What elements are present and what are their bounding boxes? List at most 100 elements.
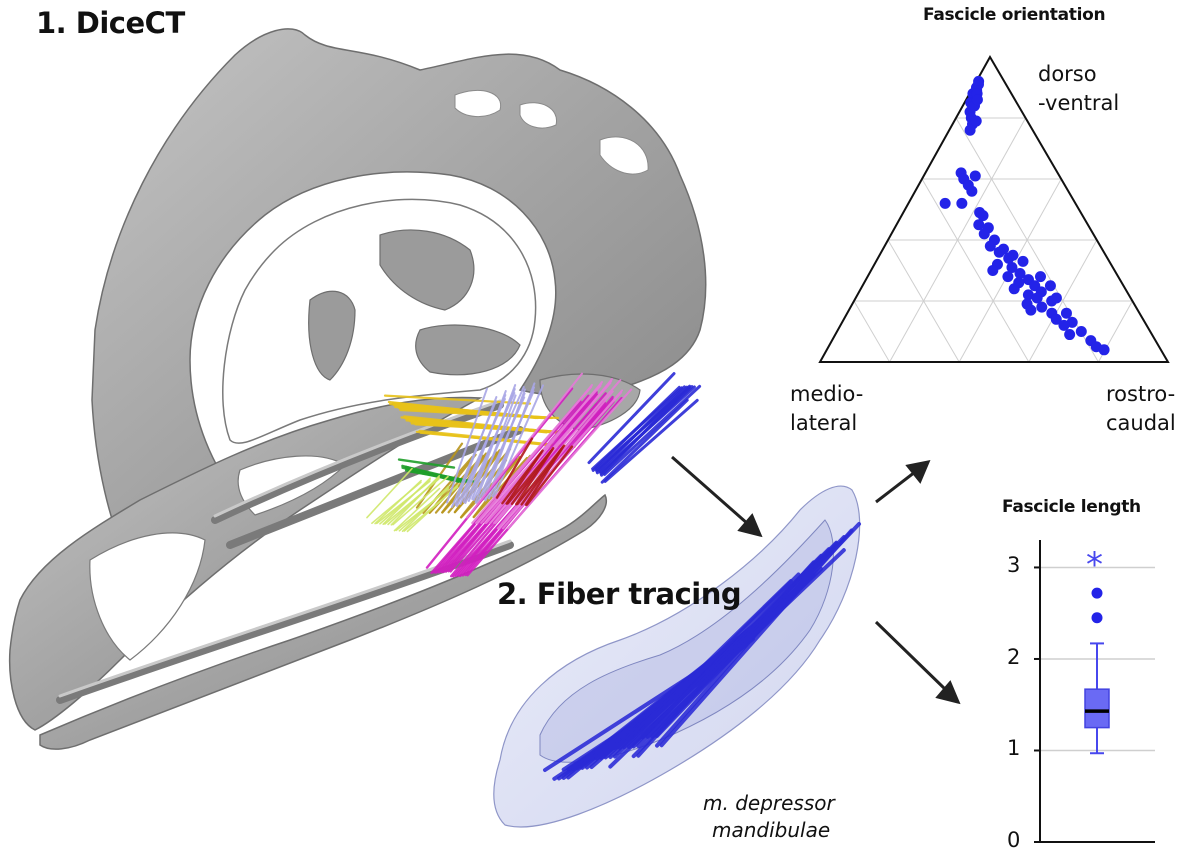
ternary-point bbox=[966, 185, 978, 197]
fascicle-blue bbox=[587, 372, 676, 465]
fascicle-red bbox=[525, 445, 574, 506]
ternary-point bbox=[1098, 344, 1110, 356]
boxplot-title: Fascicle length bbox=[1002, 497, 1141, 517]
flow-arrows bbox=[671, 455, 961, 705]
fascicle-red bbox=[524, 444, 565, 506]
box-outlier bbox=[1091, 587, 1103, 599]
fascicle-yellow bbox=[399, 408, 550, 420]
box-ticks bbox=[1034, 566, 1040, 843]
fascicle-blue bbox=[600, 384, 692, 477]
ternary-point bbox=[1025, 304, 1037, 316]
fascicle-yellow bbox=[383, 394, 532, 405]
ternary-point bbox=[939, 197, 951, 209]
ternary-point bbox=[1014, 268, 1026, 280]
fascicle-lavender bbox=[454, 396, 498, 506]
vertex-label-right: rostro- caudal bbox=[1106, 380, 1176, 438]
depressor-fiber bbox=[655, 522, 861, 738]
fascicle-lime bbox=[374, 479, 422, 525]
vertex-label-top-line1: dorso bbox=[1038, 62, 1097, 86]
muscle-name-line2: mandibulae bbox=[712, 818, 831, 842]
ternary-point bbox=[1050, 292, 1062, 304]
fascicle-lime bbox=[382, 477, 432, 526]
fascicle-pink bbox=[493, 378, 613, 524]
ternary-point bbox=[1044, 280, 1056, 292]
depressor-fiber bbox=[650, 535, 846, 739]
ternary-point bbox=[1006, 261, 1018, 273]
ternary-frame bbox=[818, 54, 1170, 363]
box-tick-label: 3 bbox=[1007, 553, 1021, 578]
fascicle-lavender bbox=[472, 386, 525, 501]
fascicle-pink bbox=[475, 384, 593, 524]
vertex-label-right-line2: caudal bbox=[1106, 411, 1176, 435]
ternary-gridline bbox=[889, 117, 1027, 363]
fascicle-blue bbox=[603, 384, 702, 476]
ternary-point bbox=[973, 219, 985, 231]
ternary-point bbox=[1060, 307, 1072, 319]
fascicle-blue bbox=[595, 385, 686, 475]
ternary-point bbox=[956, 197, 968, 209]
step2-label: 2. Fiber tracing bbox=[497, 577, 742, 611]
ternary-point bbox=[1022, 289, 1034, 301]
fascicle-olive bbox=[472, 457, 528, 519]
vertex-label-left-line1: medio- bbox=[790, 382, 864, 406]
box-tick-label: 2 bbox=[1007, 644, 1021, 669]
ternary-gridline bbox=[921, 178, 1030, 363]
fascicle-lavender bbox=[462, 390, 507, 503]
fascicle-blue bbox=[600, 398, 689, 484]
depressor-fibers bbox=[543, 522, 861, 781]
ternary-point bbox=[987, 265, 999, 276]
ternary-point bbox=[1002, 271, 1014, 283]
fascicle-lime bbox=[392, 475, 449, 526]
ternary-point bbox=[978, 228, 990, 240]
box-tick-label: 1 bbox=[1007, 736, 1021, 761]
ternary-point bbox=[1050, 313, 1062, 325]
ternary-point bbox=[1064, 329, 1076, 341]
ternary-point bbox=[1017, 255, 1029, 267]
fascicle-green bbox=[408, 470, 472, 483]
fascicle-blue bbox=[591, 385, 681, 472]
ternary-point bbox=[1003, 252, 1015, 264]
ternary-point bbox=[1008, 283, 1020, 295]
fascicle-lime bbox=[406, 484, 459, 533]
vertex-label-right-line1: rostro- bbox=[1106, 382, 1176, 406]
step1-label: 1. DiceCT bbox=[36, 6, 185, 40]
fascicle-pink bbox=[466, 372, 583, 519]
fascicle-lavender bbox=[446, 387, 488, 504]
ternary-point bbox=[970, 115, 982, 127]
fascicle-lavender bbox=[483, 388, 526, 501]
ternary-point bbox=[971, 94, 983, 106]
skull-inner-bones bbox=[308, 229, 521, 381]
ternary-gridline bbox=[853, 300, 891, 363]
ternary-point bbox=[984, 240, 996, 252]
jaw-muscle-fascicles bbox=[366, 372, 702, 578]
fascicle-pink bbox=[507, 388, 633, 530]
fascicle-lime bbox=[390, 474, 441, 526]
box-extreme-value: * bbox=[1086, 544, 1103, 585]
box-tick-label: 0 bbox=[1007, 828, 1021, 852]
vertex-label-top: dorso -ventral bbox=[1038, 60, 1119, 118]
fascicle-lime bbox=[401, 485, 450, 533]
ternary-point bbox=[1075, 326, 1087, 337]
muscle-name-line1: m. depressor bbox=[703, 791, 835, 815]
ternary-point bbox=[964, 124, 976, 136]
ternary-point bbox=[1031, 292, 1043, 304]
ternary-point bbox=[1034, 271, 1046, 283]
fascicle-red bbox=[495, 437, 534, 499]
fascicle-lime bbox=[393, 487, 441, 532]
vertex-label-left-line2: lateral bbox=[790, 411, 858, 435]
ternary-point bbox=[969, 170, 981, 182]
vertex-label-left: medio- lateral bbox=[790, 380, 863, 438]
vertex-label-top-line2: -ventral bbox=[1038, 91, 1120, 115]
fascicle-red bbox=[505, 449, 544, 505]
fascicle-lavender bbox=[471, 384, 517, 500]
fascicle-lavender bbox=[474, 394, 517, 504]
skull-fenestrae bbox=[454, 89, 649, 175]
box-iqr bbox=[1084, 688, 1110, 729]
fascicle-red bbox=[515, 447, 555, 506]
ternary-point bbox=[1036, 301, 1048, 313]
ternary-points bbox=[939, 75, 1110, 356]
ternary-point bbox=[974, 207, 986, 219]
